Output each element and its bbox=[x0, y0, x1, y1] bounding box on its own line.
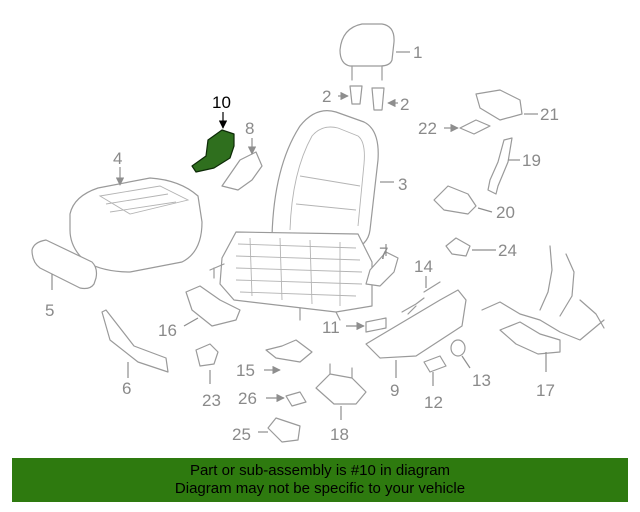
callout-16: 16 bbox=[158, 321, 177, 340]
part-6-side-trim[interactable]: 6 bbox=[101, 309, 169, 398]
part-8-cover-bracket[interactable]: 8 bbox=[221, 119, 263, 191]
part-25-trim[interactable]: 25 bbox=[232, 417, 301, 444]
callout-5: 5 bbox=[45, 301, 54, 320]
part-21-module[interactable]: 21 bbox=[475, 89, 559, 124]
callout-11: 11 bbox=[322, 318, 340, 337]
callout-17: 17 bbox=[536, 381, 555, 400]
callout-26: 26 bbox=[238, 389, 257, 408]
callout-9: 9 bbox=[390, 381, 399, 400]
seat-parts-diagram: 1 2 2 3 4 5 6 bbox=[31, 23, 605, 444]
part-5-side-pad[interactable]: 5 bbox=[31, 239, 98, 320]
callout-19: 19 bbox=[522, 151, 541, 170]
part-7-bracket[interactable]: 7 bbox=[365, 244, 399, 287]
part-20-bracket[interactable]: 20 bbox=[433, 185, 515, 222]
callout-12: 12 bbox=[424, 393, 443, 412]
callout-14: 14 bbox=[414, 257, 433, 276]
part-3-seatback[interactable]: 3 bbox=[271, 110, 407, 253]
callout-18: 18 bbox=[330, 425, 349, 444]
callout-7: 7 bbox=[379, 244, 388, 263]
callout-20: 20 bbox=[496, 203, 515, 222]
callout-25: 25 bbox=[232, 425, 251, 444]
seat-frame-springs bbox=[209, 231, 373, 321]
part-4-seat-cushion[interactable]: 4 bbox=[69, 149, 203, 273]
part-19-strap[interactable]: 19 bbox=[487, 137, 541, 195]
part-16-bracket[interactable]: 16 bbox=[158, 285, 241, 340]
callout-13: 13 bbox=[472, 371, 491, 390]
part-15-plate[interactable]: 15 bbox=[236, 339, 313, 380]
part-9-side-panel[interactable]: 9 bbox=[365, 289, 467, 400]
callout-21: 21 bbox=[540, 105, 559, 124]
part-12-knob[interactable]: 12 bbox=[423, 355, 447, 412]
callout-10: 10 bbox=[212, 93, 231, 112]
part-18-mount[interactable]: 18 bbox=[315, 363, 367, 444]
callout-23: 23 bbox=[202, 391, 221, 410]
part-13-cap[interactable]: 13 bbox=[450, 339, 491, 390]
part-22-pad[interactable]: 22 bbox=[418, 119, 491, 138]
part-26-clip[interactable]: 26 bbox=[238, 389, 307, 408]
part-24-clip[interactable]: 24 bbox=[445, 237, 517, 260]
part-17-harness[interactable]: 17 bbox=[481, 245, 605, 400]
callout-15: 15 bbox=[236, 361, 255, 380]
part-10-highlighted[interactable]: 10 bbox=[191, 93, 235, 173]
highlight-footer-banner: Part or sub-assembly is #10 in diagram D… bbox=[12, 458, 628, 502]
part-1-headrest[interactable]: 1 bbox=[339, 23, 422, 81]
part-14-cable[interactable]: 14 bbox=[401, 257, 441, 315]
part-23-clip[interactable]: 23 bbox=[195, 343, 221, 410]
callout-2-left: 2 bbox=[322, 87, 331, 106]
callout-6: 6 bbox=[122, 379, 131, 398]
callout-3: 3 bbox=[398, 175, 407, 194]
callout-1: 1 bbox=[413, 43, 422, 62]
callout-8: 8 bbox=[245, 119, 254, 138]
part-11-clip[interactable]: 11 bbox=[322, 317, 387, 337]
part-2-headrest-guides[interactable]: 2 2 bbox=[322, 85, 409, 114]
callout-4: 4 bbox=[113, 149, 122, 168]
callout-2-right: 2 bbox=[400, 95, 409, 114]
footer-line-1: Part or sub-assembly is #10 in diagram bbox=[189, 462, 451, 479]
callout-22: 22 bbox=[418, 119, 437, 138]
callout-24: 24 bbox=[498, 241, 517, 260]
footer-line-2: Diagram may not be specific to your vehi… bbox=[174, 480, 466, 497]
